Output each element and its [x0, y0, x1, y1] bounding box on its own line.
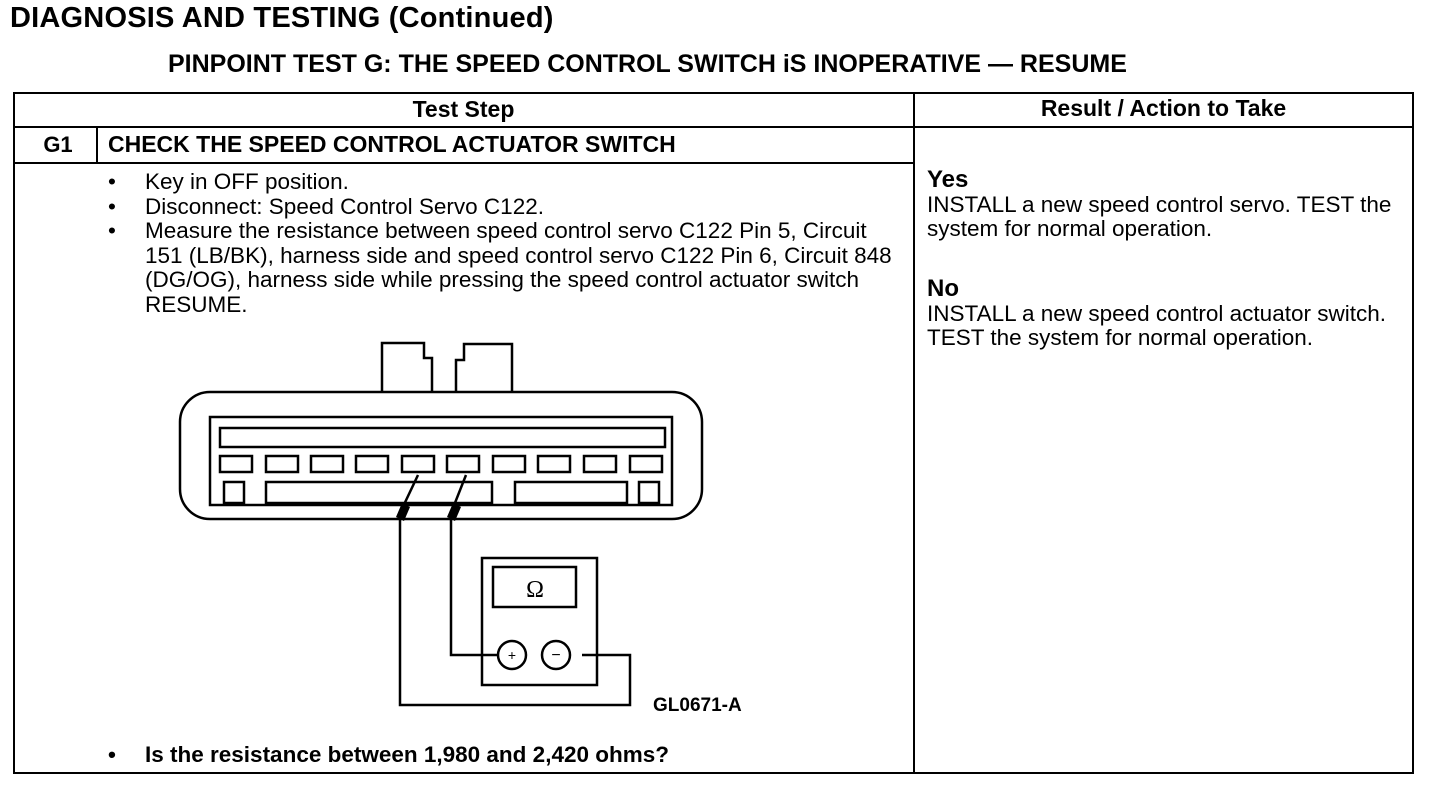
ohmmeter-body [480, 556, 599, 687]
pin-5-cavity [400, 454, 436, 474]
step-id: G1 [43, 132, 73, 157]
connector-body [178, 390, 704, 521]
plus-terminal [496, 639, 528, 671]
connector-latch-left [380, 341, 434, 391]
meter-wire-positive [449, 513, 498, 657]
ohmmeter-display [491, 565, 578, 609]
result-yes-label: Yes [927, 166, 969, 193]
meter-wire-negative [398, 513, 632, 707]
figure-id: GL0671-A [653, 695, 742, 716]
probe-tip-1 [396, 503, 410, 521]
result-no-action: INSTALL a new speed control actuator swi… [927, 300, 1386, 350]
step-question: •Is the resistance between 1,980 and 2,4… [108, 742, 669, 767]
step-title-row-border [13, 162, 914, 164]
minus-terminal [540, 639, 572, 671]
ohm-symbol: Ω [526, 577, 544, 603]
bullet: • [108, 218, 116, 243]
connector-latch-right [454, 342, 514, 391]
result-no-label: No [927, 275, 959, 302]
page-title: DIAGNOSIS AND TESTING (Continued) [10, 2, 554, 34]
result-no: No INSTALL a new speed control actuator … [927, 275, 1407, 351]
minus-symbol: − [551, 647, 560, 664]
pinpoint-test-title: PINPOINT TEST G: THE SPEED CONTROL SWITC… [168, 50, 1127, 78]
result-yes-action: INSTALL a new speed control servo. TEST … [927, 191, 1392, 241]
probe-tip-2 [447, 503, 461, 521]
result-yes: Yes INSTALL a new speed control servo. T… [927, 166, 1407, 242]
bullet: • [108, 742, 116, 767]
step-id-divider [96, 127, 98, 163]
column-divider [913, 92, 915, 774]
header-test-step: Test Step [412, 96, 515, 122]
bullet: • [108, 169, 116, 194]
instruction-item: •Key in OFF position. [108, 169, 349, 194]
header-result-action: Result / Action to Take [1040, 95, 1287, 121]
connector-top-slot [218, 426, 667, 449]
step-instructions: •Key in OFF position. •Disconnect: Speed… [106, 169, 896, 317]
instruction-item: •Measure the resistance between speed co… [108, 218, 892, 317]
connector-face [208, 415, 674, 507]
pin-6-cavity [445, 454, 481, 474]
step-title: CHECK THE SPEED CONTROL ACTUATOR SWITCH [108, 131, 676, 157]
table-frame [13, 92, 1414, 774]
header-row-border [13, 126, 1414, 128]
instruction-item: •Disconnect: Speed Control Servo C122. [108, 193, 544, 219]
bullet: • [108, 193, 116, 219]
plus-symbol: + [508, 647, 516, 663]
connector-ohmmeter-diagram: Ω + − [178, 341, 704, 707]
